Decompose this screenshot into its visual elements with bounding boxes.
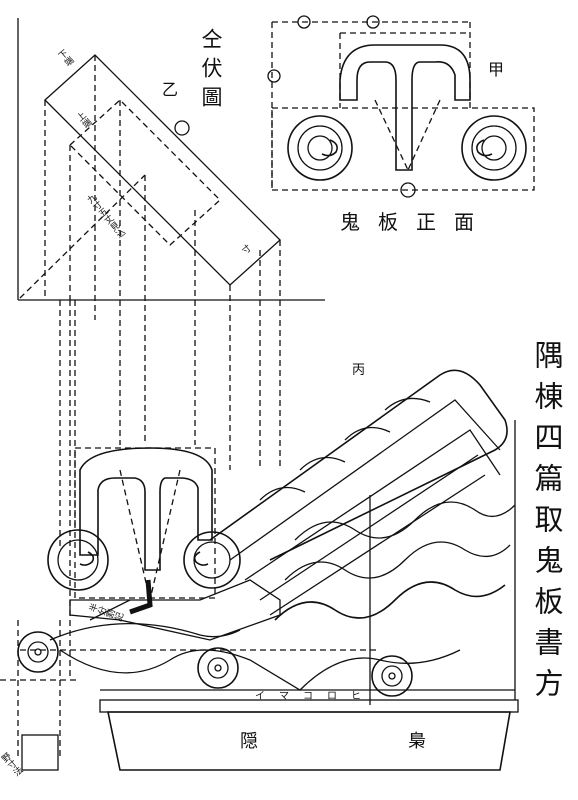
plan-view-axes — [17, 18, 325, 550]
main-elevation-ridge — [0, 300, 519, 771]
label-ko: 甲 — [488, 60, 505, 79]
label-sen: 梟 — [408, 731, 426, 752]
plan-view-title: 仝伏圖 — [199, 28, 223, 115]
main-title-vertical: 隅棟四篇取鬼板書方 — [530, 340, 564, 709]
plan-view-diagonal-member — [44, 54, 281, 470]
front-view-title: 鬼板正面 — [340, 210, 492, 234]
label-in: 隠 — [240, 731, 258, 752]
front-view-onita — [267, 15, 535, 198]
label-hei: 丙 — [352, 363, 366, 378]
label-otsu: 乙 — [162, 80, 179, 99]
label-imakoro: イマコロヒ — [255, 691, 375, 702]
